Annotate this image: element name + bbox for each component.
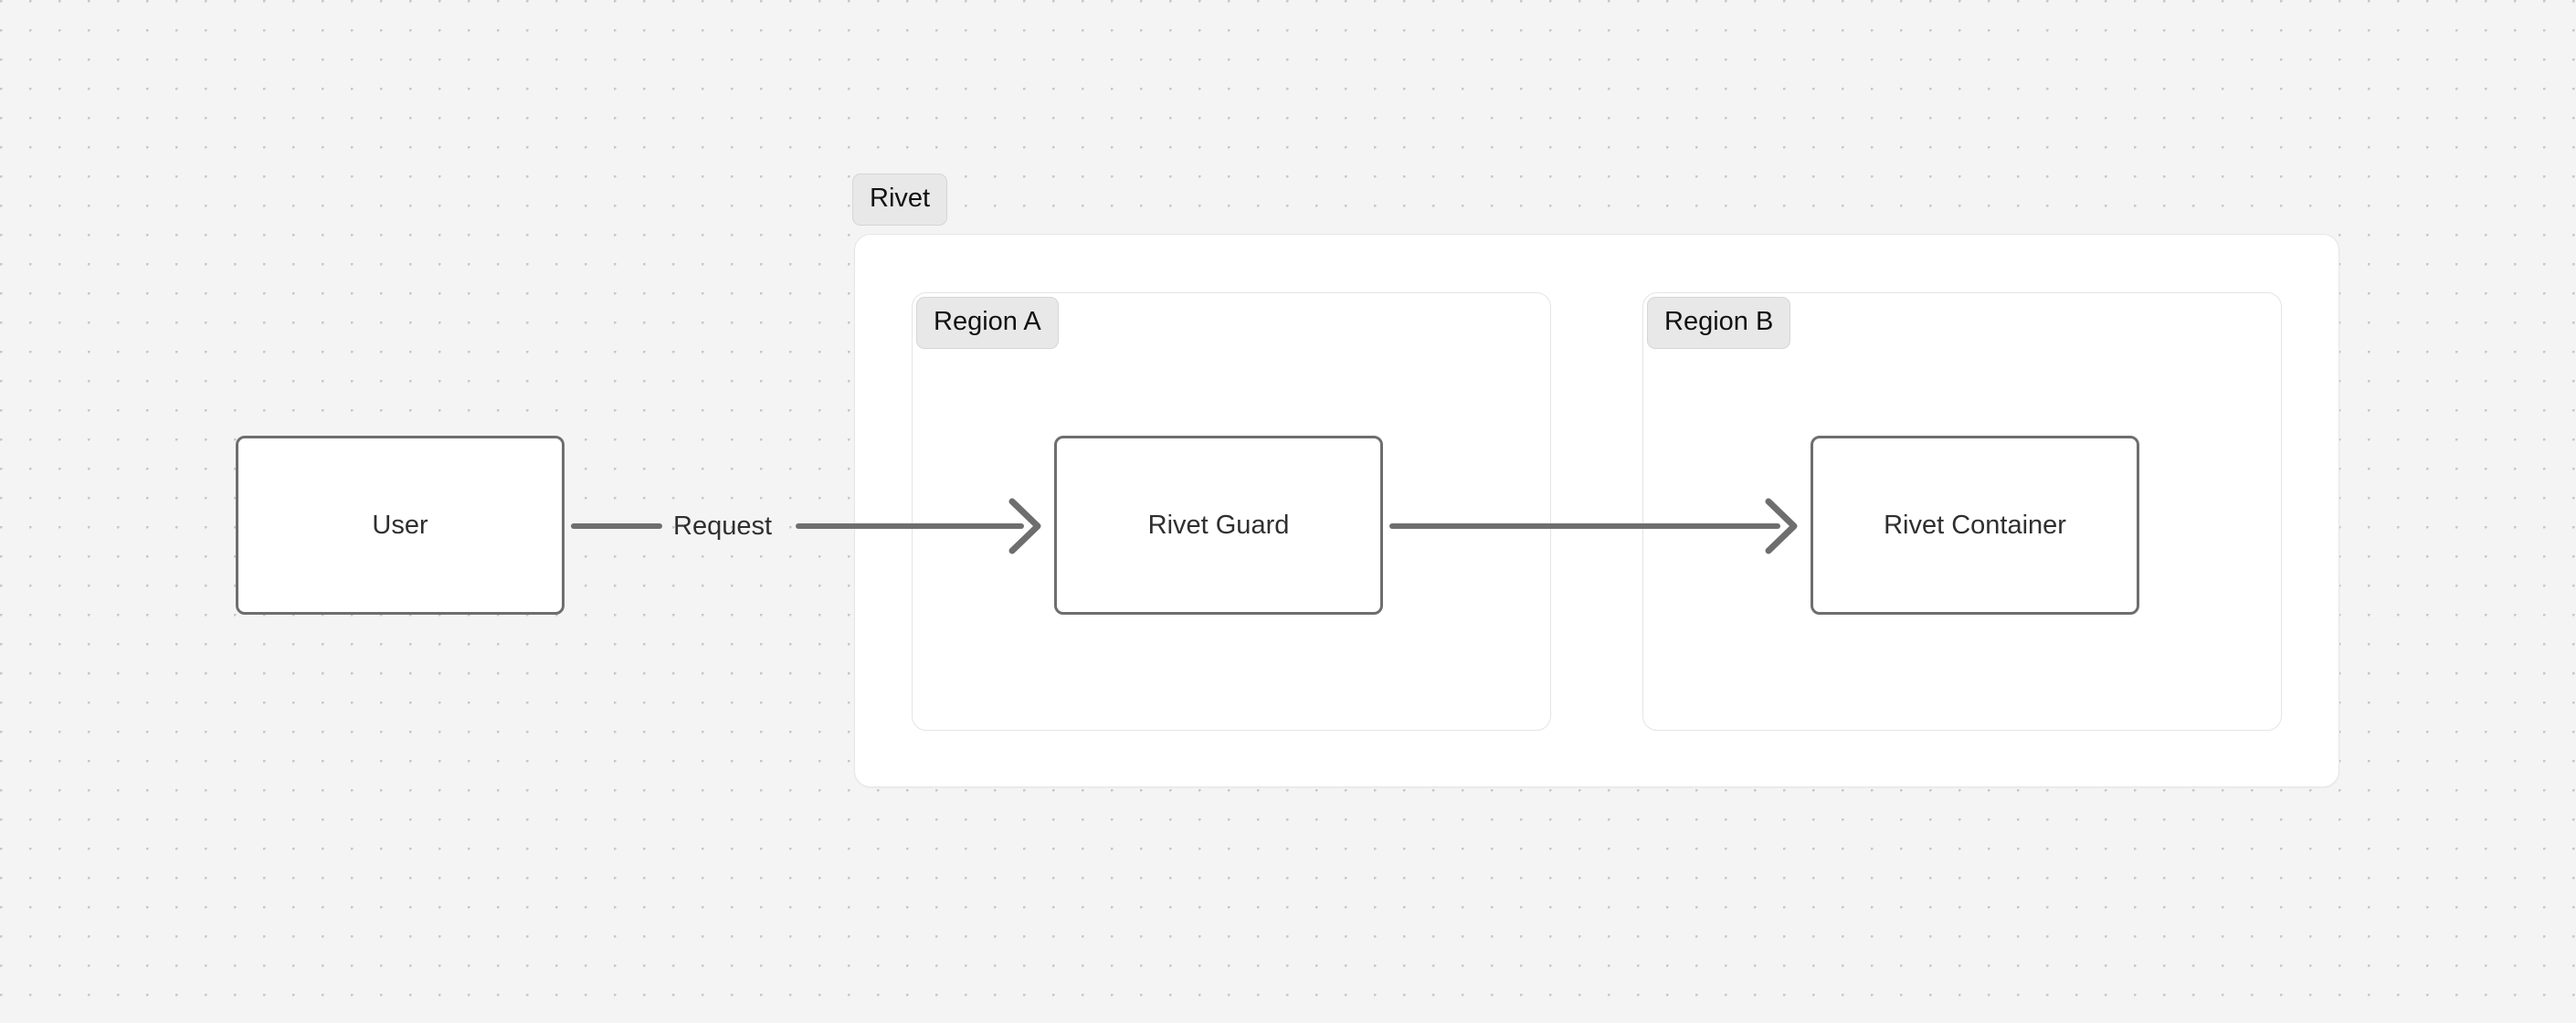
node-rivet-guard-label: Rivet Guard xyxy=(1147,510,1290,540)
edge-label-request: Request xyxy=(673,512,773,541)
group-label-region-a[interactable]: Region A xyxy=(916,297,1059,349)
node-rivet-guard[interactable]: Rivet Guard xyxy=(1054,436,1383,615)
group-label-region-b[interactable]: Region B xyxy=(1647,297,1791,349)
group-label-rivet[interactable]: Rivet xyxy=(852,174,948,226)
node-rivet-container-label: Rivet Container xyxy=(1884,510,2066,540)
node-user-label: User xyxy=(372,510,428,540)
node-user[interactable]: User xyxy=(236,436,565,615)
node-rivet-container[interactable]: Rivet Container xyxy=(1811,436,2139,615)
